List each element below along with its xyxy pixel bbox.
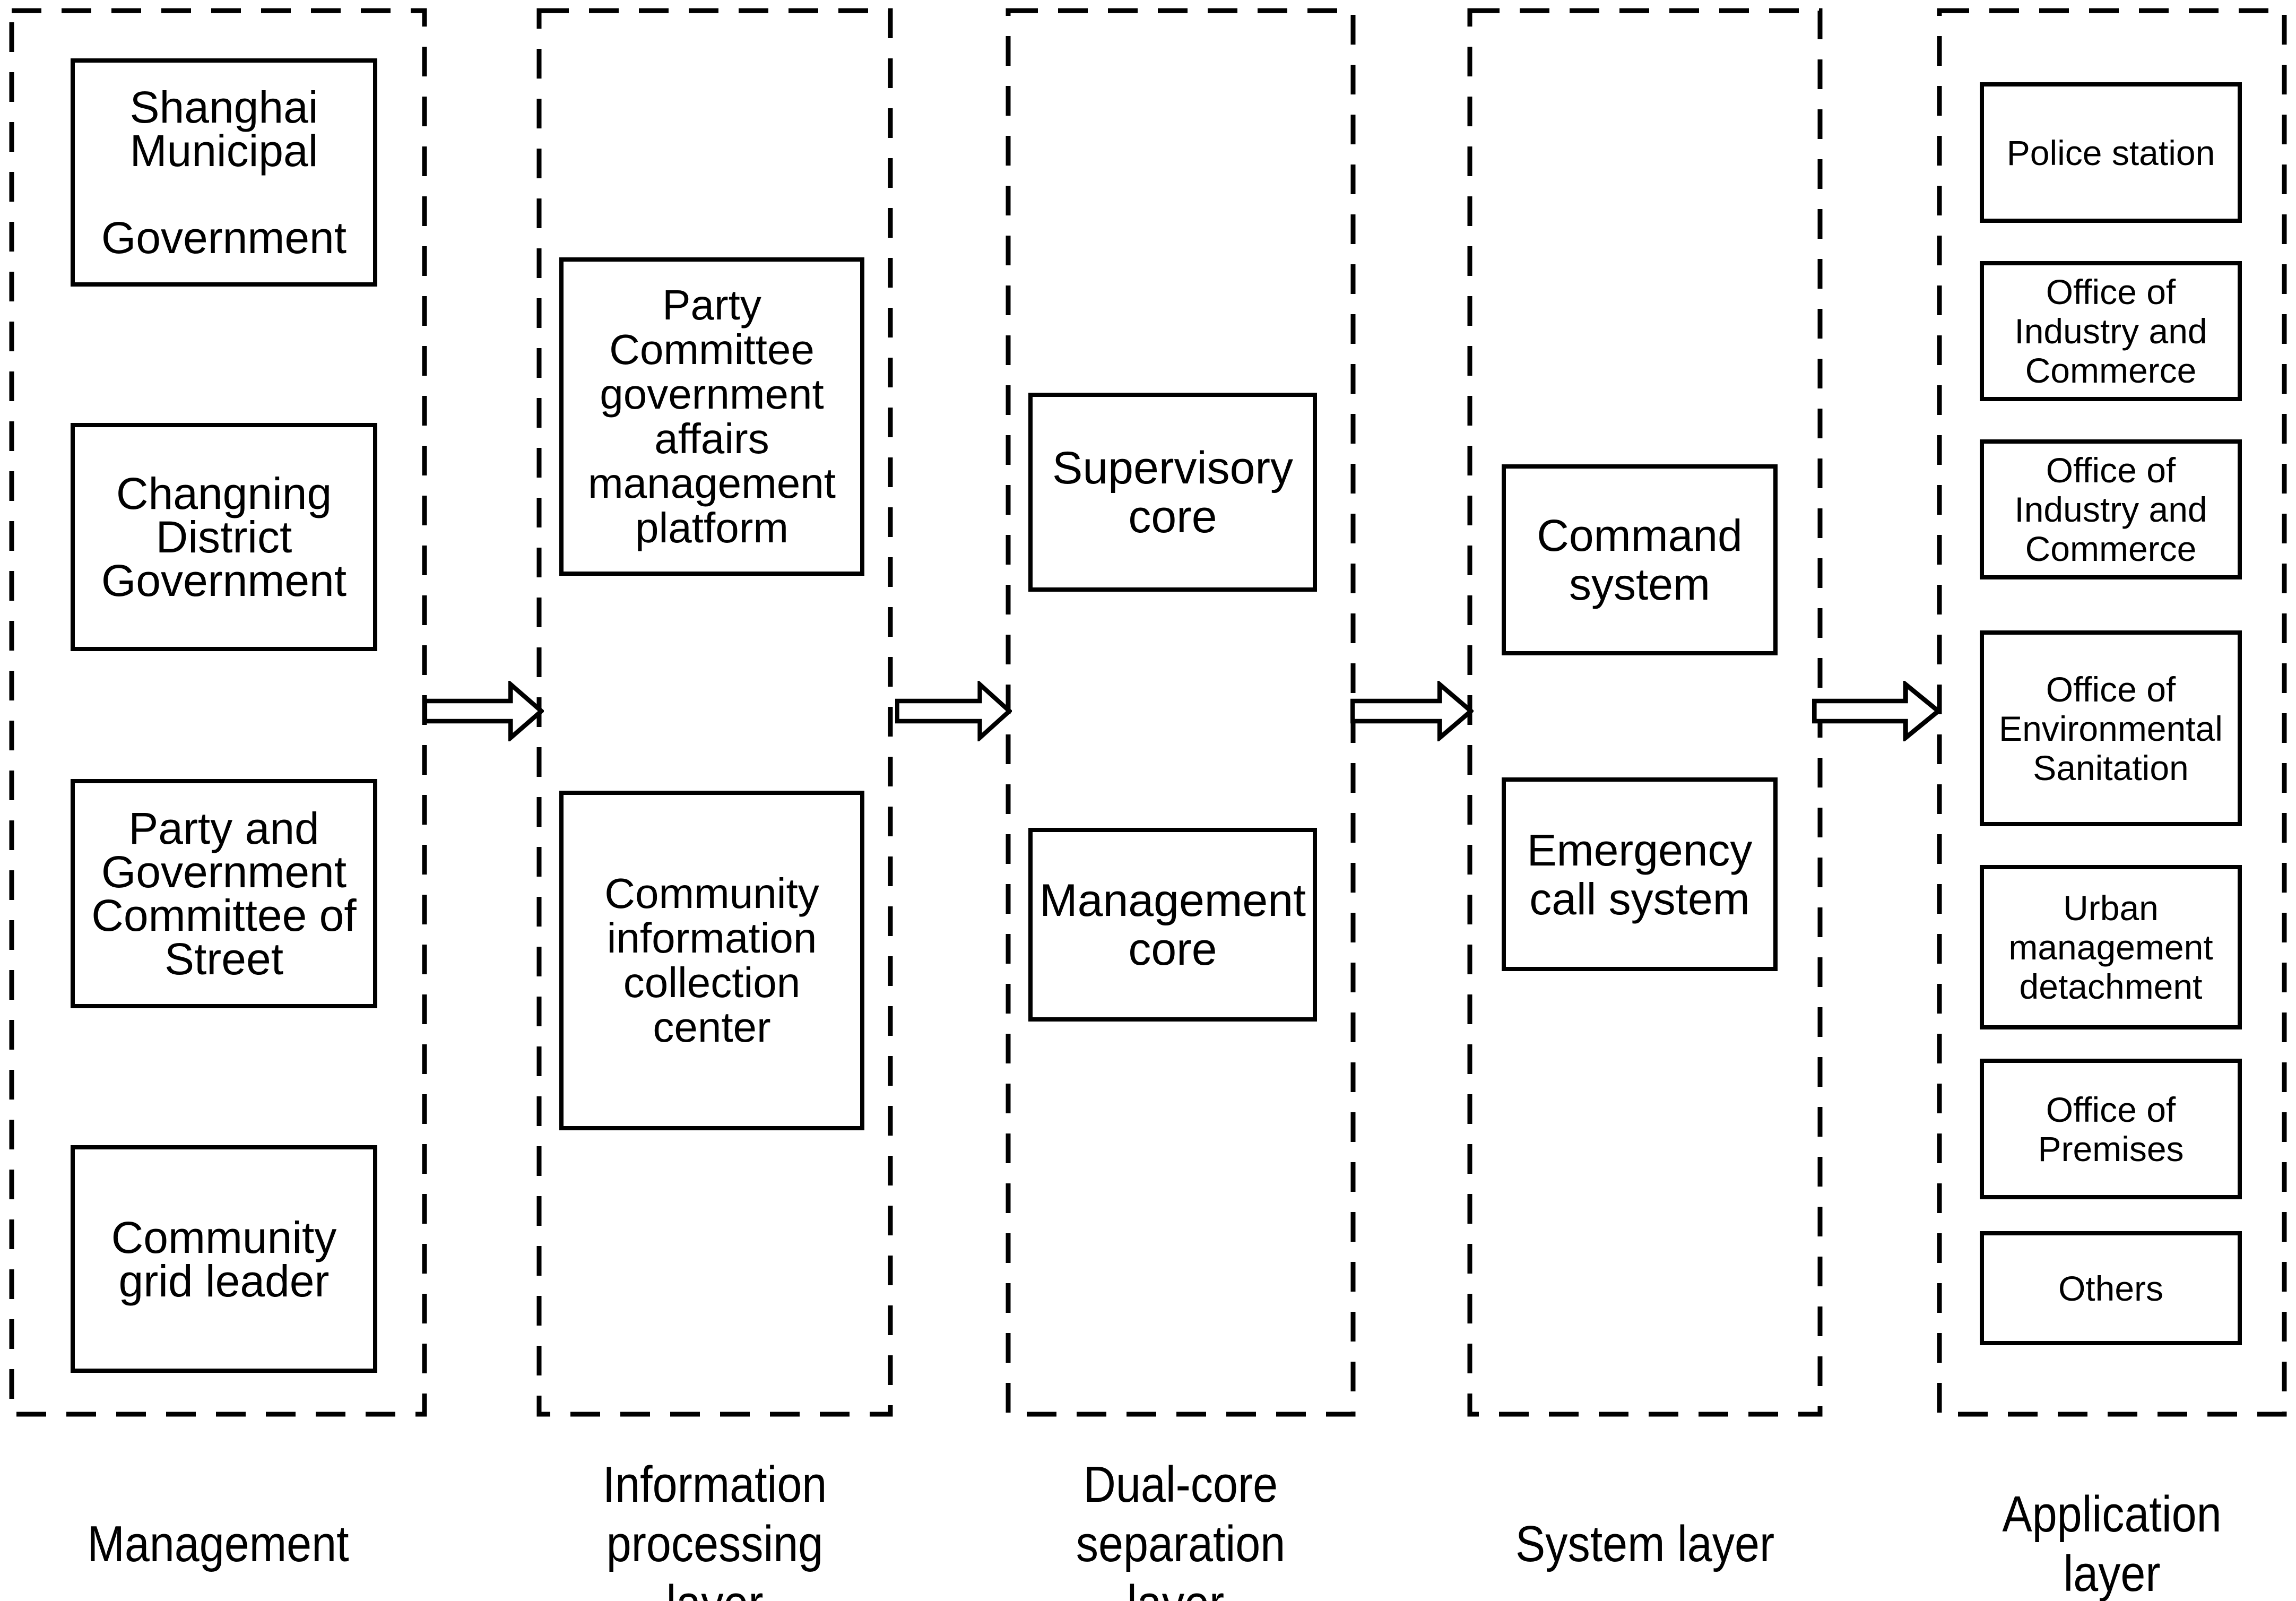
node-office-industry-commerce-1: Office of Industry and Commerce (1980, 261, 2242, 401)
flow-arrow-4 (1812, 681, 1941, 741)
node-party-committee-platform: Party Committee government affairs manag… (559, 257, 864, 576)
node-community-grid-leader: Community grid leader (71, 1145, 377, 1373)
flow-arrow-3 (1350, 681, 1474, 741)
layer-group-information-processing (536, 8, 893, 1417)
node-others: Others (1980, 1231, 2242, 1345)
node-party-government-committee-street: Party and Government Committee of Street (71, 779, 377, 1008)
flow-arrow-2 (895, 681, 1012, 741)
layer-label-management: Management (87, 1516, 349, 1572)
node-urban-management-detachment: Urban management detachment (1980, 865, 2242, 1029)
node-command-system: Command system (1502, 464, 1778, 655)
node-office-environmental-sanitation: Office of Environmental Sanitation (1980, 630, 2242, 826)
node-shanghai-municipal-government: Shanghai Municipal Government (71, 58, 377, 287)
node-emergency-call-system: Emergency call system (1502, 777, 1778, 971)
node-management-core: Management core (1028, 828, 1317, 1022)
layer-label-dual-core-separation: Dual-core separation layer. (1076, 1456, 1286, 1601)
layer-label-application: Application layer (2002, 1486, 2222, 1601)
layer-group-dual-core-separation (1006, 8, 1356, 1417)
layer-group-system (1467, 8, 1823, 1417)
node-community-info-center: Community information collection center (559, 791, 864, 1130)
layer-label-information-processing: Information processing layer (602, 1456, 827, 1601)
layer-label-system: System layer (1515, 1516, 1775, 1572)
flow-arrow-1 (423, 681, 544, 741)
node-changning-district-government: Changning District Government (71, 423, 377, 651)
node-office-industry-commerce-2: Office of Industry and Commerce (1980, 439, 2242, 579)
node-police-station: Police station (1980, 82, 2242, 223)
node-office-premises: Office of Premises (1980, 1059, 2242, 1199)
node-supervisory-core: Supervisory core (1028, 393, 1317, 592)
